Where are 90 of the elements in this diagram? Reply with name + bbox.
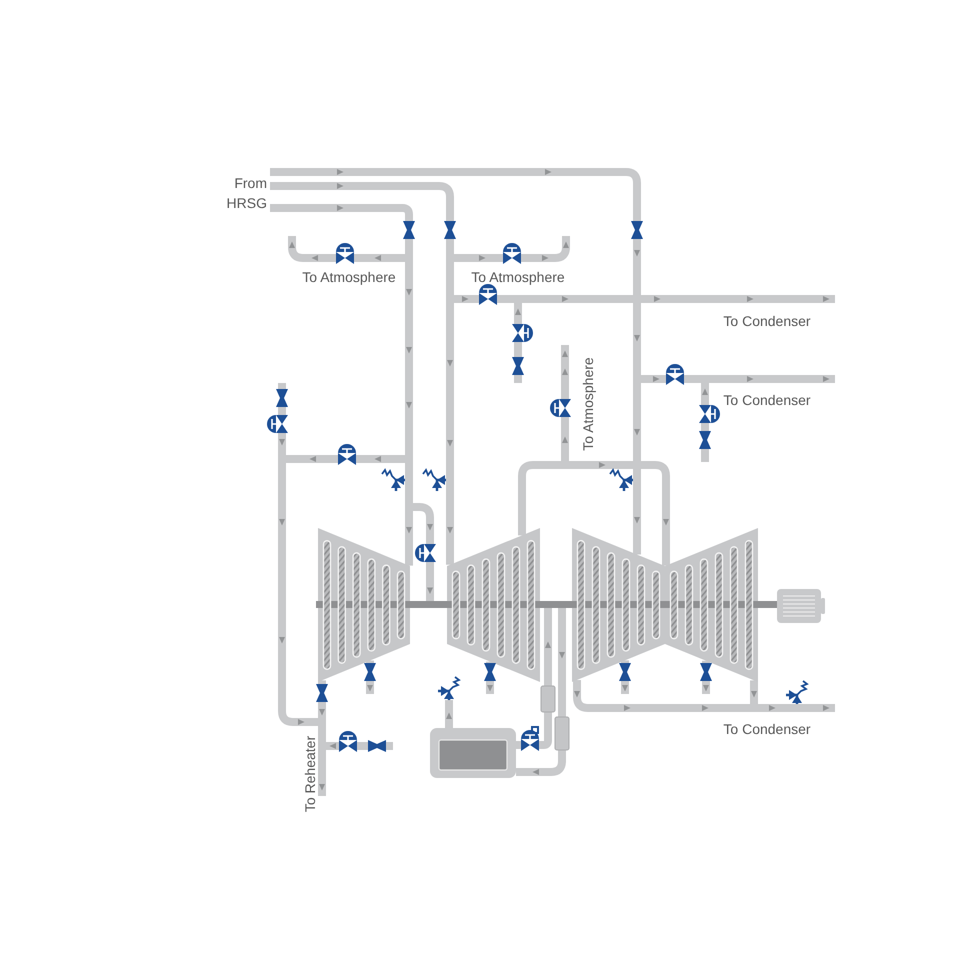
pipe <box>318 722 326 746</box>
pipe <box>446 239 454 258</box>
pipe <box>270 182 454 221</box>
pipe <box>633 239 641 379</box>
control-valve-icon <box>336 243 354 264</box>
steam-turbine <box>318 528 410 682</box>
pipe <box>278 433 286 459</box>
control-valve-icon <box>699 405 720 423</box>
pipe <box>539 712 552 749</box>
pipe <box>621 681 629 694</box>
pipe <box>558 608 566 717</box>
relief-valve-icon <box>422 468 448 492</box>
generator <box>777 589 825 623</box>
pipe <box>544 608 552 686</box>
pipe <box>405 507 413 566</box>
control-valve-icon <box>550 399 571 417</box>
pipe <box>521 236 570 262</box>
edge-label: To Atmosphere <box>581 357 595 451</box>
edge-label: To Atmosphere <box>302 269 396 285</box>
control-valve-icon <box>503 243 521 264</box>
pipe <box>497 295 518 303</box>
control-valve-icon <box>521 726 539 751</box>
pipe <box>405 459 413 507</box>
control-valve-icon <box>512 324 533 342</box>
gate-valve-icon <box>364 663 376 681</box>
pipe <box>486 681 494 694</box>
pipe <box>684 375 705 383</box>
pipe <box>318 702 326 722</box>
relief-valve-icon <box>436 676 461 702</box>
pipe <box>386 742 393 750</box>
pipe <box>518 295 835 303</box>
gate-valve-icon <box>368 740 386 752</box>
gate-valve-icon <box>316 684 328 702</box>
gate-valve-icon <box>403 221 415 239</box>
gate-valve-icon <box>512 357 524 375</box>
control-valve-icon <box>338 444 356 465</box>
pipe <box>356 742 368 750</box>
pipe <box>705 375 835 383</box>
pipe <box>701 422 709 434</box>
pipe <box>405 258 413 459</box>
gate-valve-icon <box>444 221 456 239</box>
relief-valve-icon <box>784 680 809 706</box>
pipe <box>426 562 434 601</box>
gate-valve-icon <box>700 663 712 681</box>
edge-label: To Atmosphere <box>471 269 565 285</box>
pipe <box>270 204 413 221</box>
pipe <box>565 461 670 566</box>
pipe <box>278 383 286 389</box>
pipe <box>446 258 454 299</box>
edge-label: To Condenser <box>723 313 811 329</box>
pipe <box>446 299 454 565</box>
control-valve-icon <box>479 284 497 305</box>
pipe <box>702 681 710 694</box>
pipe <box>270 168 641 221</box>
pipe <box>514 375 522 383</box>
gate-valve-icon <box>276 389 288 407</box>
steam-turbine <box>572 528 665 682</box>
pipe <box>754 704 835 712</box>
pipe <box>445 700 453 728</box>
pipe-fitting <box>540 686 556 712</box>
pipe <box>278 406 286 418</box>
gate-valve-icon <box>631 221 643 239</box>
pipe <box>288 236 336 262</box>
relief-valve-icon <box>609 468 634 492</box>
pipe <box>318 746 326 796</box>
pipe <box>366 681 374 694</box>
pipe-fitting <box>554 716 570 750</box>
edge-label: To Condenser <box>723 721 811 737</box>
pipe <box>514 342 522 358</box>
pipe <box>516 750 566 776</box>
edge-label: To Condenser <box>723 392 811 408</box>
pipe <box>573 680 754 712</box>
pipe <box>701 449 709 462</box>
control-valve-icon <box>415 544 436 562</box>
steam-turbine <box>447 528 540 682</box>
control-valve-icon <box>267 415 288 433</box>
pipe <box>561 345 569 399</box>
tank <box>430 728 516 778</box>
source-label: From HRSG <box>222 164 270 216</box>
steam-turbine <box>665 528 758 682</box>
gate-valve-icon <box>619 663 631 681</box>
gate-valve-icon <box>484 663 496 681</box>
edge-label: To Reheater <box>303 736 317 812</box>
pipe <box>633 379 641 555</box>
pipe <box>405 239 413 258</box>
gate-valve-icon <box>699 431 711 449</box>
control-valve-icon <box>339 731 357 752</box>
relief-valve-icon <box>381 468 406 492</box>
pipe <box>518 461 565 536</box>
control-valve-icon <box>666 364 684 385</box>
